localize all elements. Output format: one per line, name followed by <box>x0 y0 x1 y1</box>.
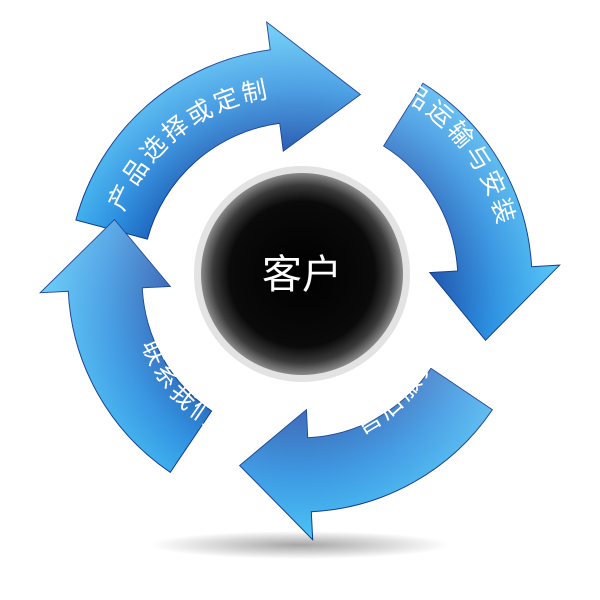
center-label: 客户 <box>262 252 342 298</box>
arrow-segment-transport-install-sheen <box>383 83 560 341</box>
floor-shadow <box>150 531 450 559</box>
arrow-segment-product-selection-sheen <box>75 22 361 240</box>
arrow-segment-contact-us-sheen <box>40 219 212 473</box>
center-disc <box>201 173 403 375</box>
arrow-segment-after-sales-sheen <box>239 368 493 540</box>
